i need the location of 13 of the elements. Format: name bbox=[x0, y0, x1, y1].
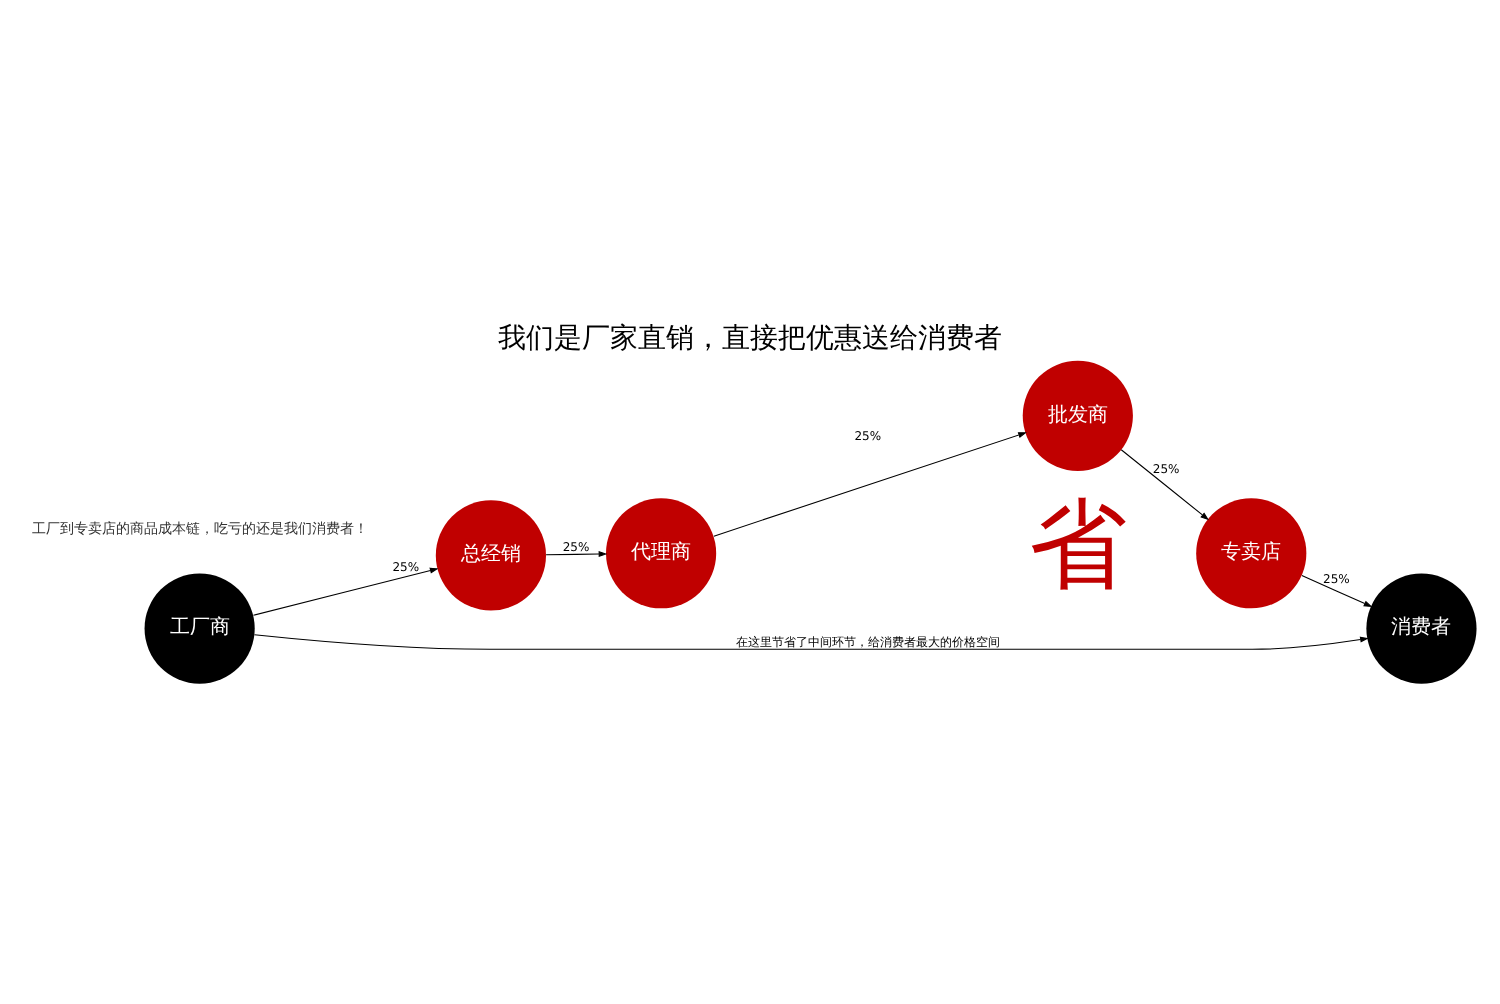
arrow bbox=[1301, 574, 1373, 608]
arrow bbox=[253, 634, 1369, 650]
node-circle: 工厂商 bbox=[144, 573, 255, 684]
node-circle: 代理商 bbox=[606, 498, 717, 609]
node-circle: 消费者 bbox=[1366, 573, 1477, 684]
arrow bbox=[1120, 449, 1209, 521]
node-circle: 批发商 bbox=[1022, 360, 1133, 471]
arrow bbox=[545, 551, 608, 558]
diagram-title: 我们是厂家直销，直接把优惠送给消费者 bbox=[498, 323, 1002, 356]
arrow bbox=[713, 432, 1027, 537]
label: 省 bbox=[1028, 485, 1127, 602]
node-circle: 总经销 bbox=[435, 500, 546, 611]
arrow bbox=[252, 567, 439, 616]
